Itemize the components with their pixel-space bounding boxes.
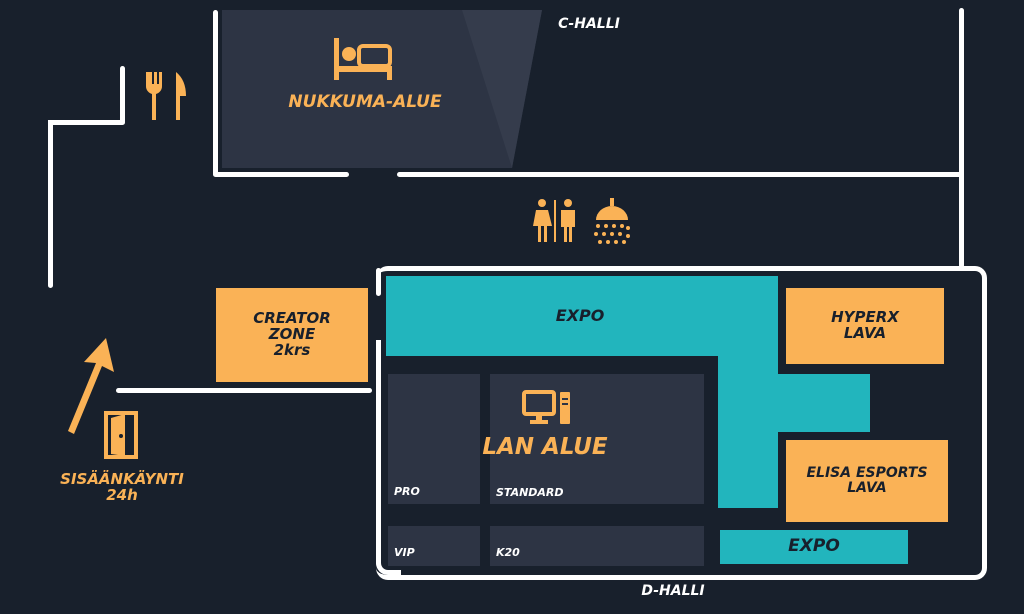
lan-vip xyxy=(388,526,480,566)
wall-d-entry-upper xyxy=(376,268,381,296)
computer-icon xyxy=(522,390,570,424)
sleeping-area-label: NUKKUMA-ALUE xyxy=(288,92,442,113)
lan-alue-label: LAN ALUE xyxy=(482,433,608,460)
hyperx-line1: HYPERX xyxy=(831,308,899,327)
lan-k20-label: K20 xyxy=(496,546,520,559)
shower-icon xyxy=(594,198,630,244)
wall-outer-step xyxy=(48,120,125,125)
hyperx-lava: HYPERX LAVA xyxy=(786,288,944,364)
creator-zone-line1: CREATOR xyxy=(253,309,331,328)
wall-corridor xyxy=(116,388,372,393)
wall-outer-top xyxy=(120,66,125,124)
lan-pro xyxy=(388,374,480,504)
elisa-esports-lava: ELISA ESPORTS LAVA xyxy=(786,440,948,522)
elisa-line2: LAVA xyxy=(847,480,887,496)
wall-d-entry-lower xyxy=(376,340,381,568)
entrance-line1: SISÄÄNKÄYNTI xyxy=(60,470,184,489)
fork-knife-icon xyxy=(145,72,186,120)
wall-outer-left xyxy=(48,120,53,288)
entrance-line2: 24h xyxy=(106,486,138,504)
elisa-line1: ELISA ESPORTS xyxy=(806,465,928,482)
lan-standard-label: STANDARD xyxy=(496,486,564,499)
wall-c-bottom-left xyxy=(213,172,349,177)
expo-bottom-label: EXPO xyxy=(788,536,840,557)
lan-k20 xyxy=(490,526,704,566)
creator-zone-line2: ZONE xyxy=(268,325,316,344)
door-icon xyxy=(104,411,138,459)
lan-pro-label: PRO xyxy=(394,485,420,498)
expo-bottom-area xyxy=(720,530,908,564)
wall-c-left xyxy=(213,10,218,176)
c-halli-label: C-HALLI xyxy=(558,15,620,32)
restroom-icon xyxy=(533,199,575,242)
sleeping-area xyxy=(222,10,542,168)
wall-right xyxy=(959,8,964,268)
hyperx-line2: LAVA xyxy=(843,324,887,342)
d-bottom-left-corner xyxy=(376,548,401,575)
wall-c-bottom-right xyxy=(397,172,964,177)
bed-icon xyxy=(334,38,392,80)
entrance-label: SISÄÄNKÄYNTI 24h xyxy=(40,468,204,508)
expo-top-area xyxy=(386,276,778,356)
arrow-up-icon xyxy=(68,338,114,434)
expo-right-extension xyxy=(718,374,870,432)
creator-zone: CREATOR ZONE 2krs xyxy=(216,288,368,382)
expo-top-label: EXPO xyxy=(555,305,605,325)
d-halli-label: D-HALLI xyxy=(641,582,705,599)
d-halli-outline xyxy=(376,266,987,580)
creator-zone-line3: 2krs xyxy=(273,340,311,359)
lan-vip-label: VIP xyxy=(394,546,415,559)
